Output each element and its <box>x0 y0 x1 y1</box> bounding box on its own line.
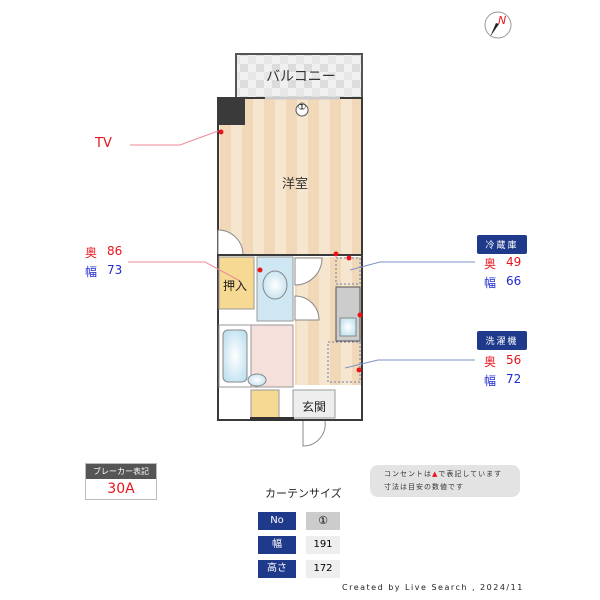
compass: N <box>483 10 513 40</box>
pillar <box>219 99 245 125</box>
window-number: ① <box>297 102 307 113</box>
curtain-row: No ① <box>258 512 340 530</box>
svg-text:N: N <box>498 14 506 27</box>
outlet-legend-icon: ▲ <box>432 470 439 478</box>
outlets <box>218 129 363 373</box>
balcony <box>235 53 363 99</box>
curtain-title: カーテンサイズ <box>265 487 342 500</box>
tv-label: TV <box>95 136 112 151</box>
entrance <box>292 389 336 419</box>
closet <box>218 256 255 310</box>
compass-icon: N <box>484 11 512 39</box>
entrance-label: 玄関 <box>302 400 327 414</box>
western-room-label: 洋室 <box>282 177 309 192</box>
note-box: コンセントは▲で表記しています 寸法は目安の数値です <box>370 465 520 497</box>
breaker-title: ブレーカー表記 <box>86 464 156 479</box>
curtain-row: 幅 191 <box>258 536 340 554</box>
curtain-table: No ① 幅 191 高さ 172 <box>258 512 340 578</box>
closet-label: 押入 <box>223 279 248 293</box>
fridge-tag: 冷蔵庫 <box>477 235 527 254</box>
breaker-box: ブレーカー表記 30A <box>85 463 157 500</box>
curtain-row: 高さ 172 <box>258 560 340 578</box>
balcony-label: バルコニー <box>266 69 336 85</box>
footer-credit: Created by Live Search , 2024/11 <box>342 583 524 592</box>
breaker-value: 30A <box>107 481 135 497</box>
washer-tag: 洗濯機 <box>477 331 527 350</box>
